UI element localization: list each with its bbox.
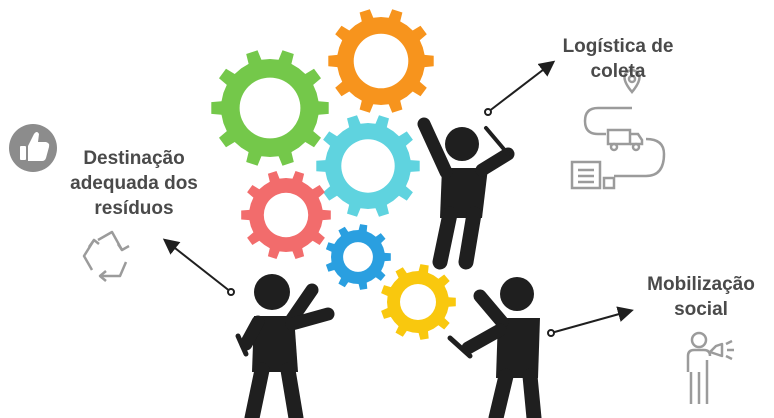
figure-person-top bbox=[417, 117, 515, 270]
recycle-icon bbox=[82, 230, 130, 282]
label-mobilizacao-line-2: social bbox=[674, 299, 728, 320]
gear-green-icon bbox=[211, 50, 329, 166]
gear-blue-icon bbox=[325, 224, 391, 290]
logistics-route-icon bbox=[570, 68, 666, 190]
arrow-to-mobilizacao bbox=[550, 306, 634, 334]
gear-red-icon bbox=[241, 171, 331, 259]
label-mobilizacao-line-1: Mobilização bbox=[647, 274, 755, 295]
screwdriver-icon bbox=[484, 126, 510, 156]
arrow-to-destinacao bbox=[162, 238, 232, 293]
megaphone-person-icon bbox=[686, 331, 734, 404]
arrow-dot-mobilizacao bbox=[547, 329, 555, 337]
figure-person-left bbox=[235, 274, 335, 418]
gears-group bbox=[211, 9, 456, 340]
label-destinacao-line-3: resíduos bbox=[94, 198, 174, 219]
label-mobilizacao: Mobilização social bbox=[646, 272, 756, 322]
label-logistica: Logística de coleta bbox=[548, 34, 688, 84]
arrow-dot-destinacao bbox=[227, 288, 235, 296]
arrow-to-logistica bbox=[487, 60, 556, 113]
label-destinacao-line-1: Destinação bbox=[83, 148, 185, 169]
figure-person-right bbox=[447, 277, 542, 418]
wrench-icon bbox=[235, 333, 249, 357]
label-destinacao: Destinação adequada dos resíduos bbox=[56, 146, 212, 221]
label-logistica-line-1: Logística de bbox=[562, 36, 674, 57]
label-destinacao-line-2: adequada dos bbox=[70, 173, 198, 194]
wrench-icon bbox=[447, 335, 473, 359]
arrow-dot-logistica bbox=[484, 108, 492, 116]
label-logistica-line-2: coleta bbox=[590, 61, 646, 82]
thumbs-up-icon bbox=[9, 124, 57, 172]
gear-cyan-icon bbox=[316, 115, 420, 217]
gear-orange-icon bbox=[328, 9, 434, 113]
gear-yellow-icon bbox=[381, 264, 456, 340]
